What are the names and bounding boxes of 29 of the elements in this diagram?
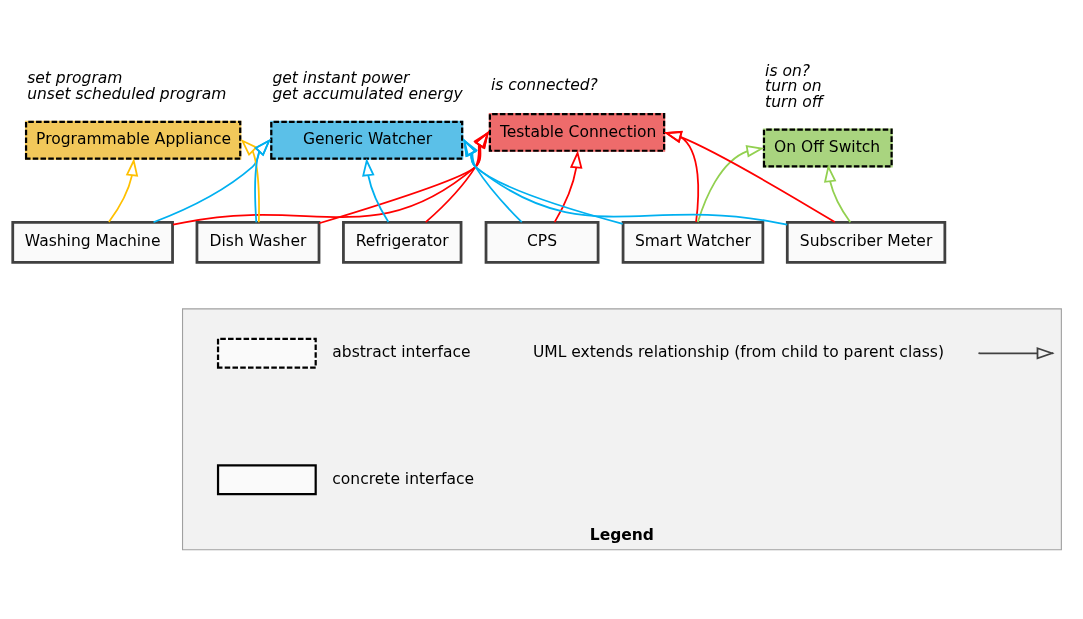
arrow bbox=[172, 130, 490, 226]
node-box: Smart Watcher bbox=[621, 220, 765, 264]
arrow bbox=[463, 137, 624, 225]
arrow bbox=[463, 137, 789, 226]
arrow bbox=[553, 149, 583, 223]
arrow bbox=[424, 130, 490, 223]
node-box: Washing Machine bbox=[11, 220, 174, 264]
arrow bbox=[362, 157, 390, 223]
arrow bbox=[240, 138, 260, 223]
legend-label: UML extends relationship (from child to parent class) bbox=[532, 342, 944, 361]
arrow bbox=[318, 130, 490, 224]
node-label: get instant power bbox=[272, 68, 410, 87]
arrow bbox=[152, 138, 271, 223]
arrow bbox=[254, 138, 271, 223]
arrow bbox=[462, 138, 523, 223]
node-box: Dish Washer bbox=[195, 220, 321, 264]
arrow bbox=[697, 144, 765, 223]
arrow bbox=[823, 163, 852, 223]
legend-label: abstract interface bbox=[332, 342, 471, 361]
node-box: Refrigerator bbox=[342, 220, 463, 264]
legend-label: concrete interface bbox=[332, 469, 475, 488]
node-label: set program bbox=[27, 68, 123, 87]
arrow bbox=[108, 157, 139, 223]
node-label: is connected? bbox=[491, 75, 598, 94]
node-box: Subscriber Meter bbox=[785, 220, 947, 264]
arrow bbox=[663, 130, 836, 223]
node-box: CPS bbox=[484, 220, 600, 264]
node-label: turn off bbox=[765, 92, 823, 111]
arrow bbox=[663, 130, 700, 223]
